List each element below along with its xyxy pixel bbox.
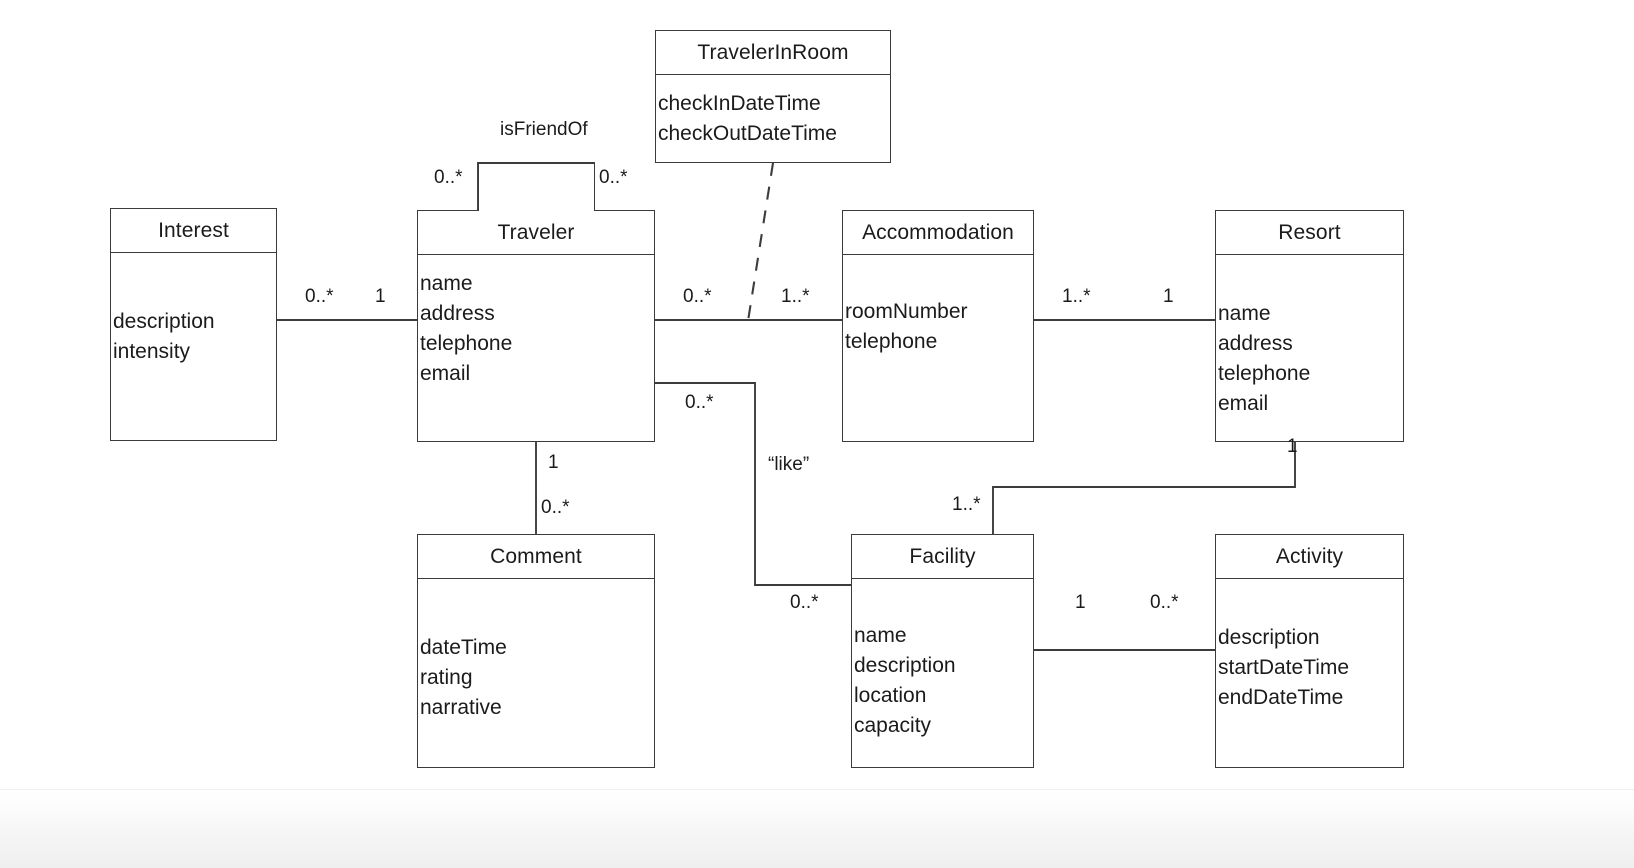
class-box-comment[interactable]: Comment dateTime rating narrative: [417, 534, 655, 768]
attribute-item: dateTime: [420, 636, 507, 659]
attribute-item: email: [1218, 392, 1269, 415]
multiplicity-activity-facility-end: 0..*: [1150, 592, 1179, 613]
page-bottom-divider: [0, 789, 1634, 790]
multiplicity-traveler-accommodation-end: 0..*: [683, 286, 712, 307]
multiplicity-resort-facility-end: 1: [1287, 436, 1298, 457]
attribute-item: telephone: [420, 332, 513, 355]
association-label-is-friend-of: isFriendOf: [500, 119, 588, 140]
attribute-item: capacity: [854, 714, 932, 737]
class-attributes-activity: description startDateTime endDateTime: [1216, 579, 1403, 713]
class-box-accommodation[interactable]: Accommodation roomNumber telephone: [842, 210, 1034, 442]
multiplicity-traveler-like-end: 0..*: [685, 392, 714, 413]
multiplicity-resort-accommodation-end: 1: [1163, 286, 1174, 307]
attribute-item: telephone: [1218, 362, 1311, 385]
attribute-item: name: [1218, 302, 1271, 325]
class-title-accommodation: Accommodation: [843, 211, 1033, 255]
attribute-item: address: [1218, 332, 1293, 355]
attribute-item: name: [854, 624, 907, 647]
class-title-facility: Facility: [852, 535, 1033, 579]
class-title-traveler: Traveler: [418, 211, 654, 255]
page-bottom-shadow: [0, 790, 1634, 868]
class-box-activity[interactable]: Activity description startDateTime endDa…: [1215, 534, 1404, 768]
class-title-activity: Activity: [1216, 535, 1403, 579]
attribute-item: rating: [420, 666, 473, 689]
class-box-resort[interactable]: Resort name address telephone email: [1215, 210, 1404, 442]
multiplicity-comment-traveler-end: 0..*: [541, 497, 570, 518]
class-attributes-accommodation: roomNumber telephone: [843, 255, 1033, 357]
attribute-item: checkOutDateTime: [658, 122, 837, 145]
attribute-item: endDateTime: [1218, 686, 1344, 709]
class-attributes-travelerinroom: checkInDateTime checkOutDateTime: [656, 75, 890, 149]
attribute-item: description: [113, 310, 215, 333]
attribute-item: address: [420, 302, 495, 325]
class-attributes-comment: dateTime rating narrative: [418, 579, 654, 723]
class-title-interest: Interest: [111, 209, 276, 253]
multiplicity-traveler-interest-end: 1: [375, 286, 386, 307]
multiplicity-interest-end: 0..*: [305, 286, 334, 307]
class-box-facility[interactable]: Facility name description location capac…: [851, 534, 1034, 768]
multiplicity-friend-left: 0..*: [434, 167, 463, 188]
class-title-comment: Comment: [418, 535, 654, 579]
attribute-item: description: [1218, 626, 1320, 649]
attribute-item: intensity: [113, 340, 191, 363]
class-title-resort: Resort: [1216, 211, 1403, 255]
attribute-item: roomNumber: [845, 300, 968, 323]
class-title-travelerinroom: TravelerInRoom: [656, 31, 890, 75]
class-box-travelerinroom[interactable]: TravelerInRoom checkInDateTime checkOutD…: [655, 30, 891, 163]
attribute-item: name: [420, 272, 473, 295]
association-loop-box-is-friend-of: [478, 163, 595, 211]
multiplicity-friend-right: 0..*: [599, 167, 628, 188]
class-attributes-interest: description intensity: [111, 253, 276, 367]
attribute-item: location: [854, 684, 927, 707]
class-attributes-resort: name address telephone email: [1216, 255, 1403, 419]
attribute-item: telephone: [845, 330, 938, 353]
association-label-like: “like”: [768, 454, 810, 475]
attribute-item: startDateTime: [1218, 656, 1350, 679]
multiplicity-facility-resort-end: 1..*: [952, 494, 981, 515]
attribute-item: email: [420, 362, 471, 385]
multiplicity-facility-like-end: 0..*: [790, 592, 819, 613]
multiplicity-accommodation-traveler-end: 1..*: [781, 286, 810, 307]
multiplicity-traveler-comment-end: 1: [548, 452, 559, 473]
attribute-item: narrative: [420, 696, 502, 719]
association-class-link-travelerinroom: [746, 162, 775, 322]
association-traveler-facility-like: [655, 382, 851, 586]
attribute-item: checkInDateTime: [658, 92, 821, 115]
class-box-interest[interactable]: Interest description intensity: [110, 208, 277, 441]
multiplicity-facility-activity-end: 1: [1075, 592, 1086, 613]
class-attributes-traveler: name address telephone email: [418, 255, 654, 389]
association-resort-facility: [992, 442, 1296, 534]
class-box-traveler[interactable]: Traveler name address telephone email: [417, 210, 655, 442]
attribute-item: description: [854, 654, 956, 677]
class-attributes-facility: name description location capacity: [852, 579, 1033, 741]
multiplicity-accommodation-resort-end: 1..*: [1062, 286, 1091, 307]
